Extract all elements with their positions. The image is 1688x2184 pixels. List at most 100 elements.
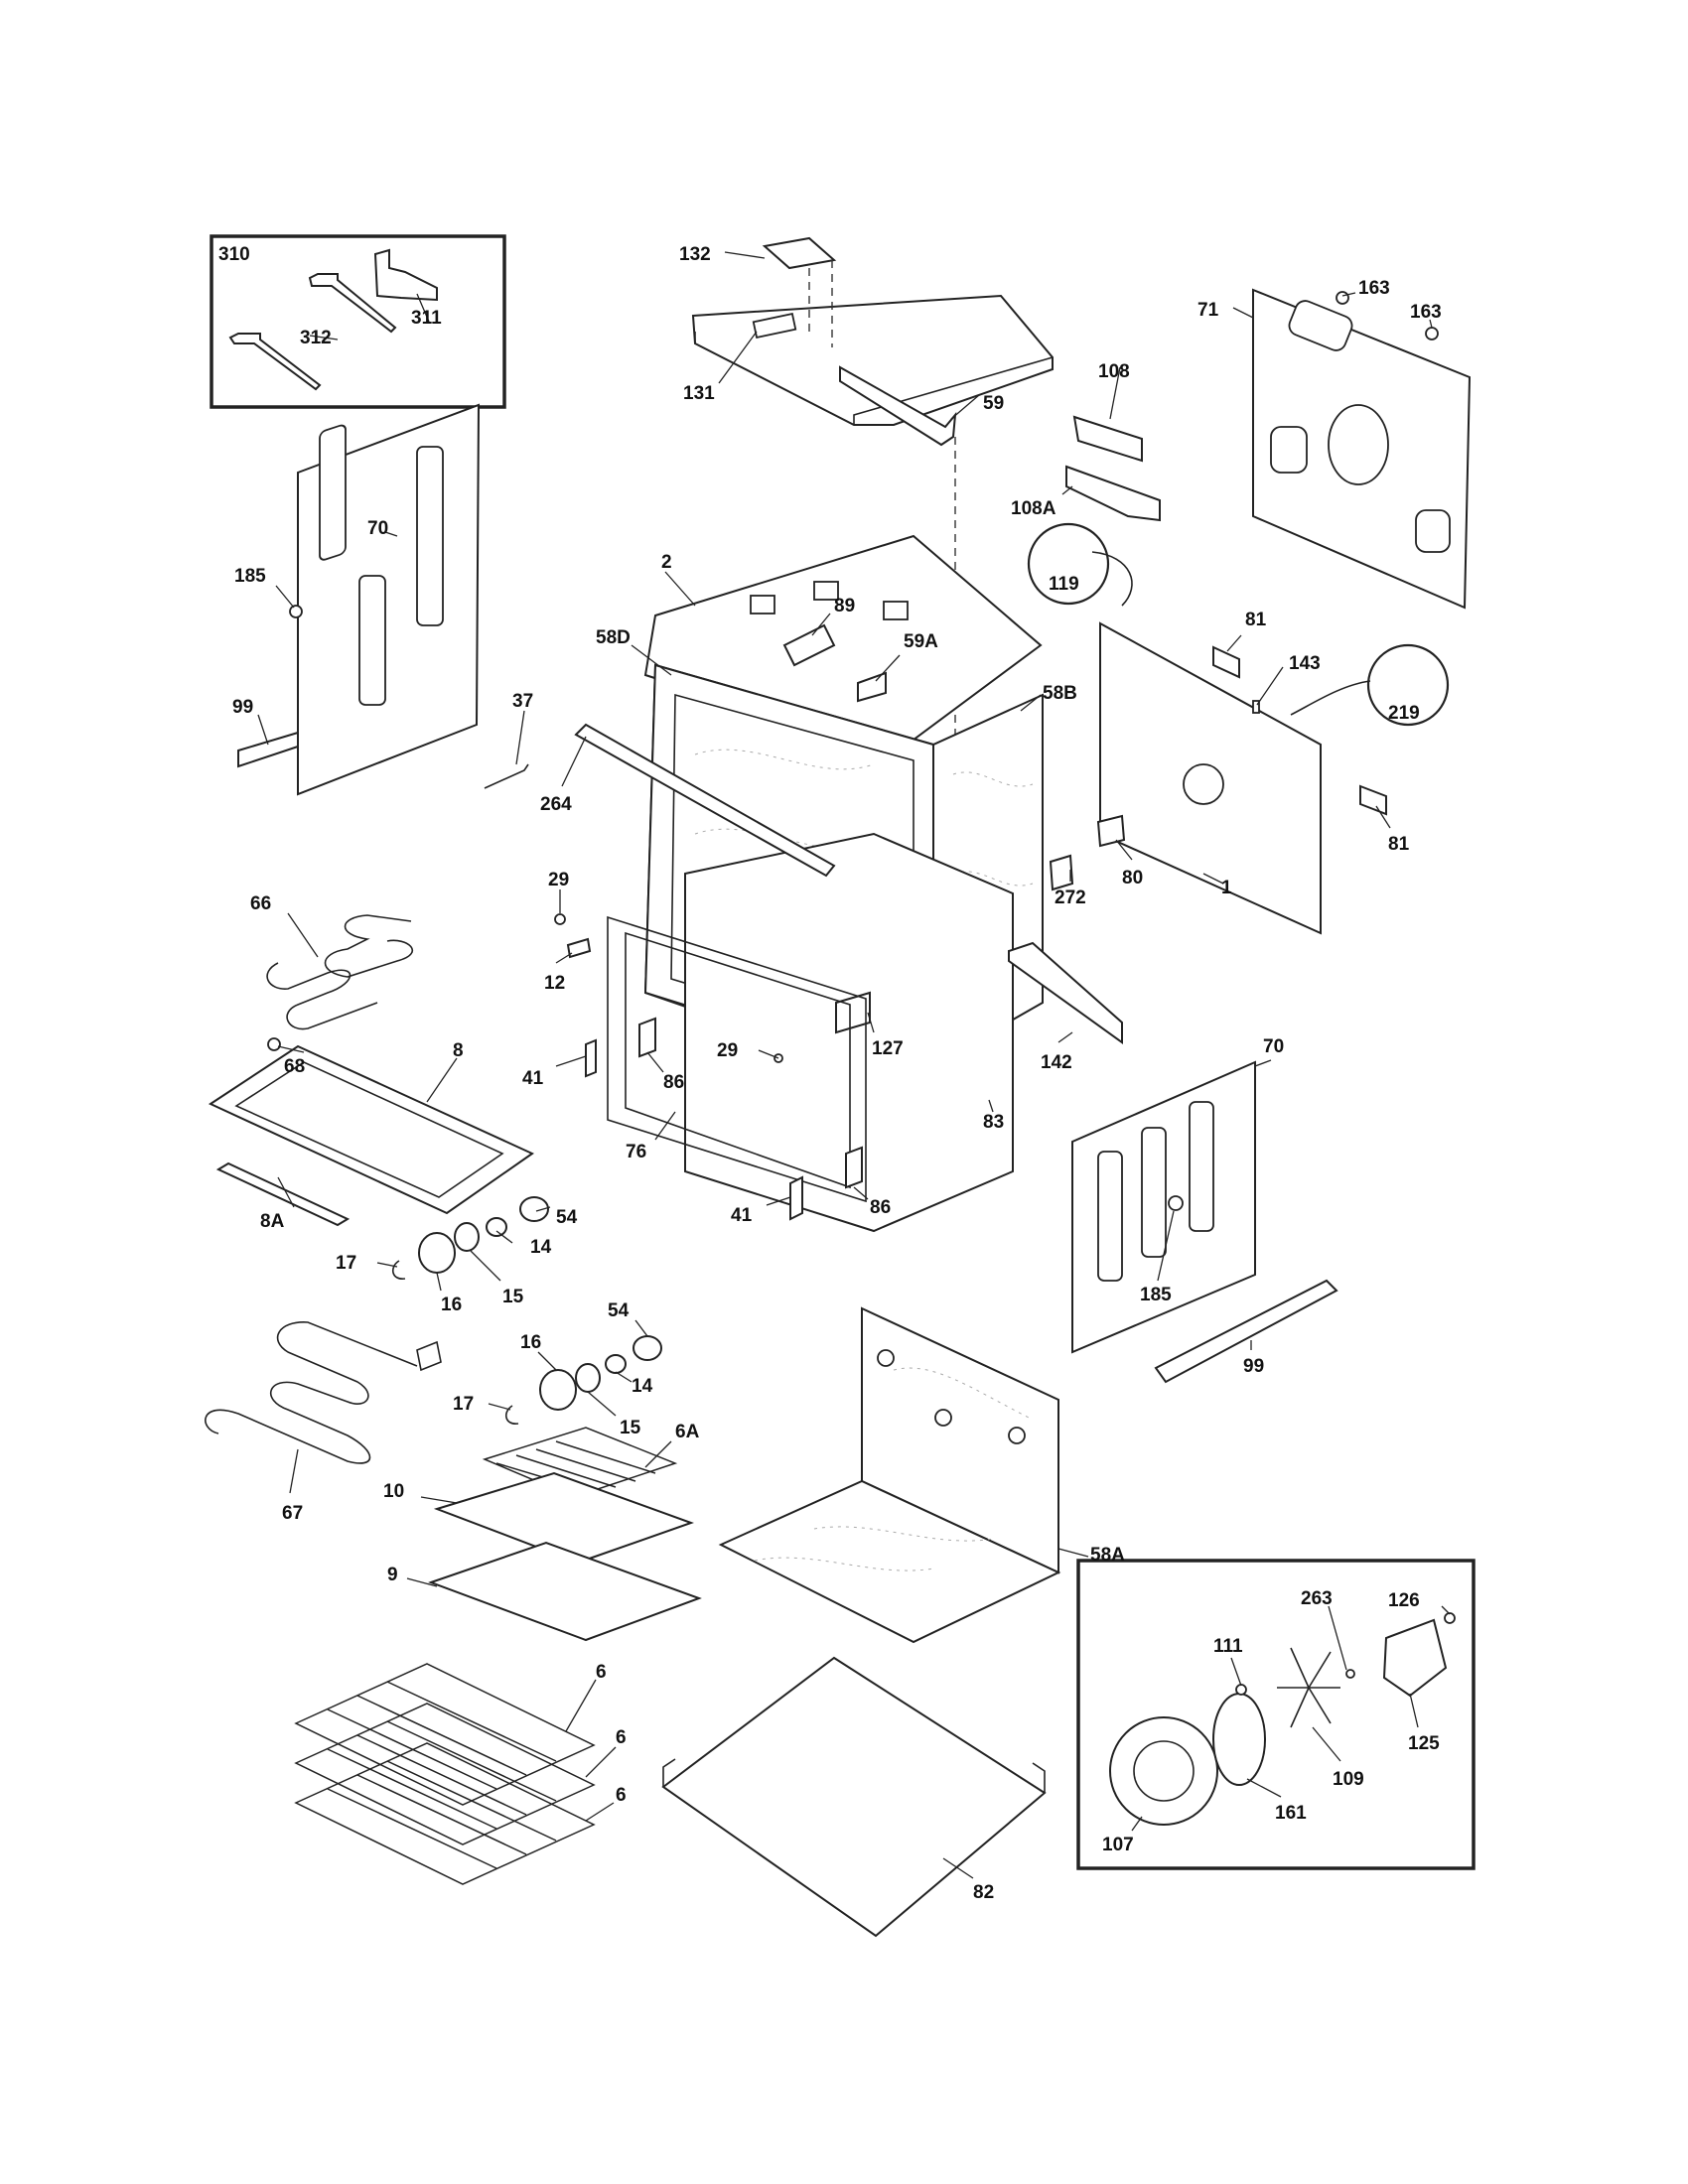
label-17-b: 17: [453, 1394, 474, 1415]
leader-108A: [1061, 485, 1073, 495]
leader-86-b: [853, 1186, 869, 1200]
label-58A: 58A: [1090, 1545, 1125, 1566]
label-2: 2: [661, 552, 672, 573]
cover-bracket-131: [752, 312, 797, 340]
duct-142: [1008, 941, 1123, 1044]
label-6A: 6A: [675, 1422, 700, 1442]
leader-58D: [631, 644, 672, 676]
leader-6-c: [585, 1802, 615, 1822]
inset-310-group: [210, 234, 506, 409]
panel-70-right-slot-1: [1097, 1151, 1123, 1282]
screw-185-b: [1168, 1195, 1184, 1211]
bulb-14-a: [486, 1217, 507, 1237]
label-59A: 59A: [904, 631, 938, 652]
rear-panel-group: [1099, 621, 1387, 935]
label-86-a: 86: [663, 1072, 684, 1093]
label-9: 9: [387, 1565, 398, 1585]
cavity-group: [643, 663, 1044, 1233]
rail-99-left: [237, 731, 299, 768]
label-264: 264: [540, 794, 572, 815]
leader-81-b: [1375, 805, 1391, 829]
leader-126: [1441, 1605, 1451, 1615]
label-83: 83: [983, 1112, 1004, 1133]
rack-6-wires: [327, 1681, 557, 1869]
rail-99-right: [1154, 1279, 1338, 1384]
leader-86-a: [646, 1051, 664, 1073]
label-17-a: 17: [336, 1253, 356, 1274]
label-263: 263: [1301, 1588, 1333, 1609]
leader-6-b: [585, 1746, 617, 1778]
cavity-top-slot-3: [883, 601, 909, 620]
leader-263: [1328, 1605, 1347, 1671]
plate-132: [762, 236, 837, 270]
label-81-a: 81: [1245, 610, 1267, 630]
clip-12: [566, 937, 592, 959]
leader-54-b: [634, 1319, 648, 1337]
panel-71-slot-2: [1270, 426, 1308, 474]
label-16-a: 16: [441, 1295, 462, 1315]
label-272: 272: [1055, 887, 1086, 908]
fan-element-161: [1212, 1693, 1266, 1786]
label-71: 71: [1197, 300, 1219, 321]
screw-68: [267, 1037, 281, 1051]
panel-71-hole-1: [1328, 404, 1389, 485]
label-89: 89: [834, 596, 855, 616]
clip-17-b: [505, 1405, 519, 1425]
label-41-b: 41: [731, 1205, 753, 1226]
bake-element-67-bracket: [416, 1340, 442, 1372]
bracket-312-upper: [308, 273, 397, 334]
hinge-86-a: [638, 1017, 656, 1058]
leader-59A: [875, 654, 901, 682]
fan-cover-107-grille: [1133, 1740, 1195, 1802]
panel-70-right-slot-2: [1141, 1127, 1167, 1258]
nut-163-b: [1425, 327, 1439, 341]
nut-111: [1235, 1684, 1247, 1696]
label-99-a: 99: [232, 697, 253, 718]
leader-76: [654, 1111, 676, 1141]
insulation-58A-hole-2: [934, 1409, 952, 1427]
label-15-a: 15: [502, 1287, 524, 1307]
leader-37: [515, 710, 525, 765]
hinge-41-b: [789, 1175, 803, 1221]
leader-142: [1057, 1031, 1073, 1043]
leader-80: [1115, 839, 1133, 861]
clip-143: [1252, 700, 1260, 714]
cavity-top-slot-2: [813, 581, 839, 601]
label-67: 67: [282, 1503, 303, 1524]
leader-66: [287, 912, 319, 958]
leader-70-b: [1254, 1059, 1272, 1067]
panel-70-left-slot-3: [416, 446, 444, 626]
label-58B: 58B: [1043, 683, 1077, 704]
label-142: 142: [1041, 1052, 1072, 1073]
leader-15-b: [587, 1391, 617, 1417]
insulation-58A-texture: [754, 1367, 1034, 1571]
rack-6-a: [294, 1663, 596, 1806]
label-6-a: 6: [596, 1662, 607, 1683]
label-143: 143: [1289, 653, 1321, 674]
label-219: 219: [1388, 703, 1420, 724]
screw-29-a: [554, 913, 566, 925]
leader-163-b: [1429, 319, 1433, 329]
top-cover-edge: [694, 332, 1054, 425]
label-58D: 58D: [596, 627, 631, 648]
lens-16-b: [539, 1369, 577, 1411]
lens-16-a: [418, 1232, 456, 1274]
broil-pan-group: [428, 1427, 702, 1642]
cavity-top-slot-1: [750, 595, 775, 614]
leader-17-b: [488, 1403, 511, 1411]
label-12: 12: [544, 973, 565, 994]
top-cover-group: [691, 236, 1054, 426]
leader-16-a: [436, 1272, 442, 1292]
gasket-group: [554, 913, 867, 1221]
label-127: 127: [872, 1038, 904, 1059]
leader-311: [416, 293, 430, 323]
leader-59: [950, 394, 980, 420]
insulation-58A-hole-1: [877, 1349, 895, 1367]
label-6-c: 6: [616, 1785, 627, 1806]
leader-67: [289, 1448, 299, 1494]
broil-pan-9: [428, 1541, 702, 1642]
label-161: 161: [1275, 1803, 1307, 1824]
bracket-81-top: [1212, 645, 1240, 679]
tray-8-inner: [234, 1061, 504, 1198]
leader-54-a: [535, 1206, 551, 1212]
